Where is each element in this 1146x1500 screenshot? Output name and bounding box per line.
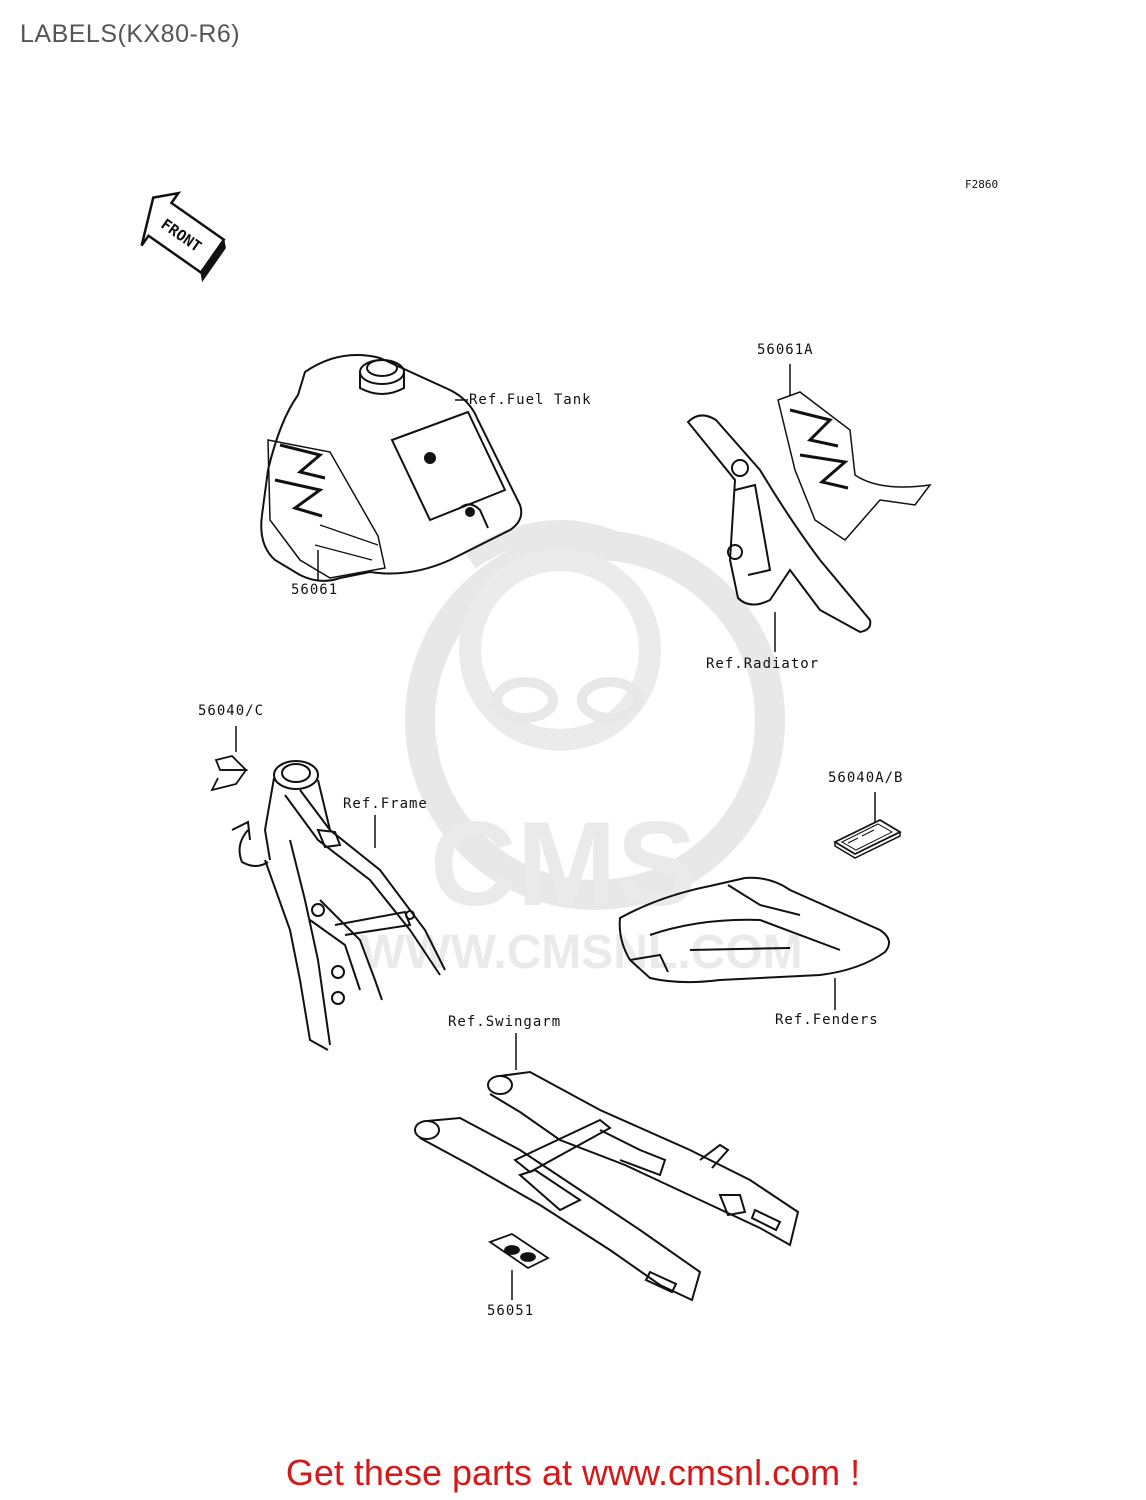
callout-part-56061[interactable]: 56061 bbox=[291, 582, 339, 598]
callout-fenders-ref: Ref.Fenders bbox=[775, 1012, 879, 1028]
callout-frame-ref: Ref.Frame bbox=[343, 796, 428, 812]
footer-cms-link[interactable]: Get these parts at www.cmsnl.com ! bbox=[285, 1452, 861, 1493]
label-56040c-drawing bbox=[210, 755, 249, 792]
callout-part-56040ab[interactable]: 56040A/B bbox=[828, 770, 904, 786]
watermark-url-text: WWW.CMSNL.COM bbox=[360, 926, 803, 979]
callout-swingarm-ref: Ref.Swingarm bbox=[448, 1014, 562, 1030]
callout-part-56051[interactable]: 56051 bbox=[487, 1303, 535, 1319]
cms-watermark-logo: CMS WWW.CMSNL.COM bbox=[360, 520, 803, 979]
swingarm-drawing bbox=[414, 1070, 800, 1302]
figure-id: F2860 bbox=[965, 178, 999, 191]
watermark-logo-text: CMS bbox=[430, 797, 697, 931]
label-56040ab-drawing bbox=[833, 818, 902, 859]
callout-radiator-ref: Ref.Radiator bbox=[706, 656, 820, 672]
radiator-shroud-drawing bbox=[686, 391, 932, 634]
page-title: LABELS(KX80-R6) bbox=[20, 20, 241, 48]
callout-fuel-tank-ref: Ref.Fuel Tank bbox=[469, 392, 592, 408]
rear-fender-drawing bbox=[618, 876, 890, 984]
callout-part-56061a[interactable]: 56061A bbox=[757, 342, 814, 358]
frame-drawing bbox=[231, 760, 446, 1051]
label-56051-drawing bbox=[488, 1232, 550, 1270]
callout-part-56040c[interactable]: 56040/C bbox=[198, 703, 265, 719]
front-arrow-icon: FRONT bbox=[140, 191, 226, 283]
fuel-tank-drawing bbox=[260, 354, 523, 582]
